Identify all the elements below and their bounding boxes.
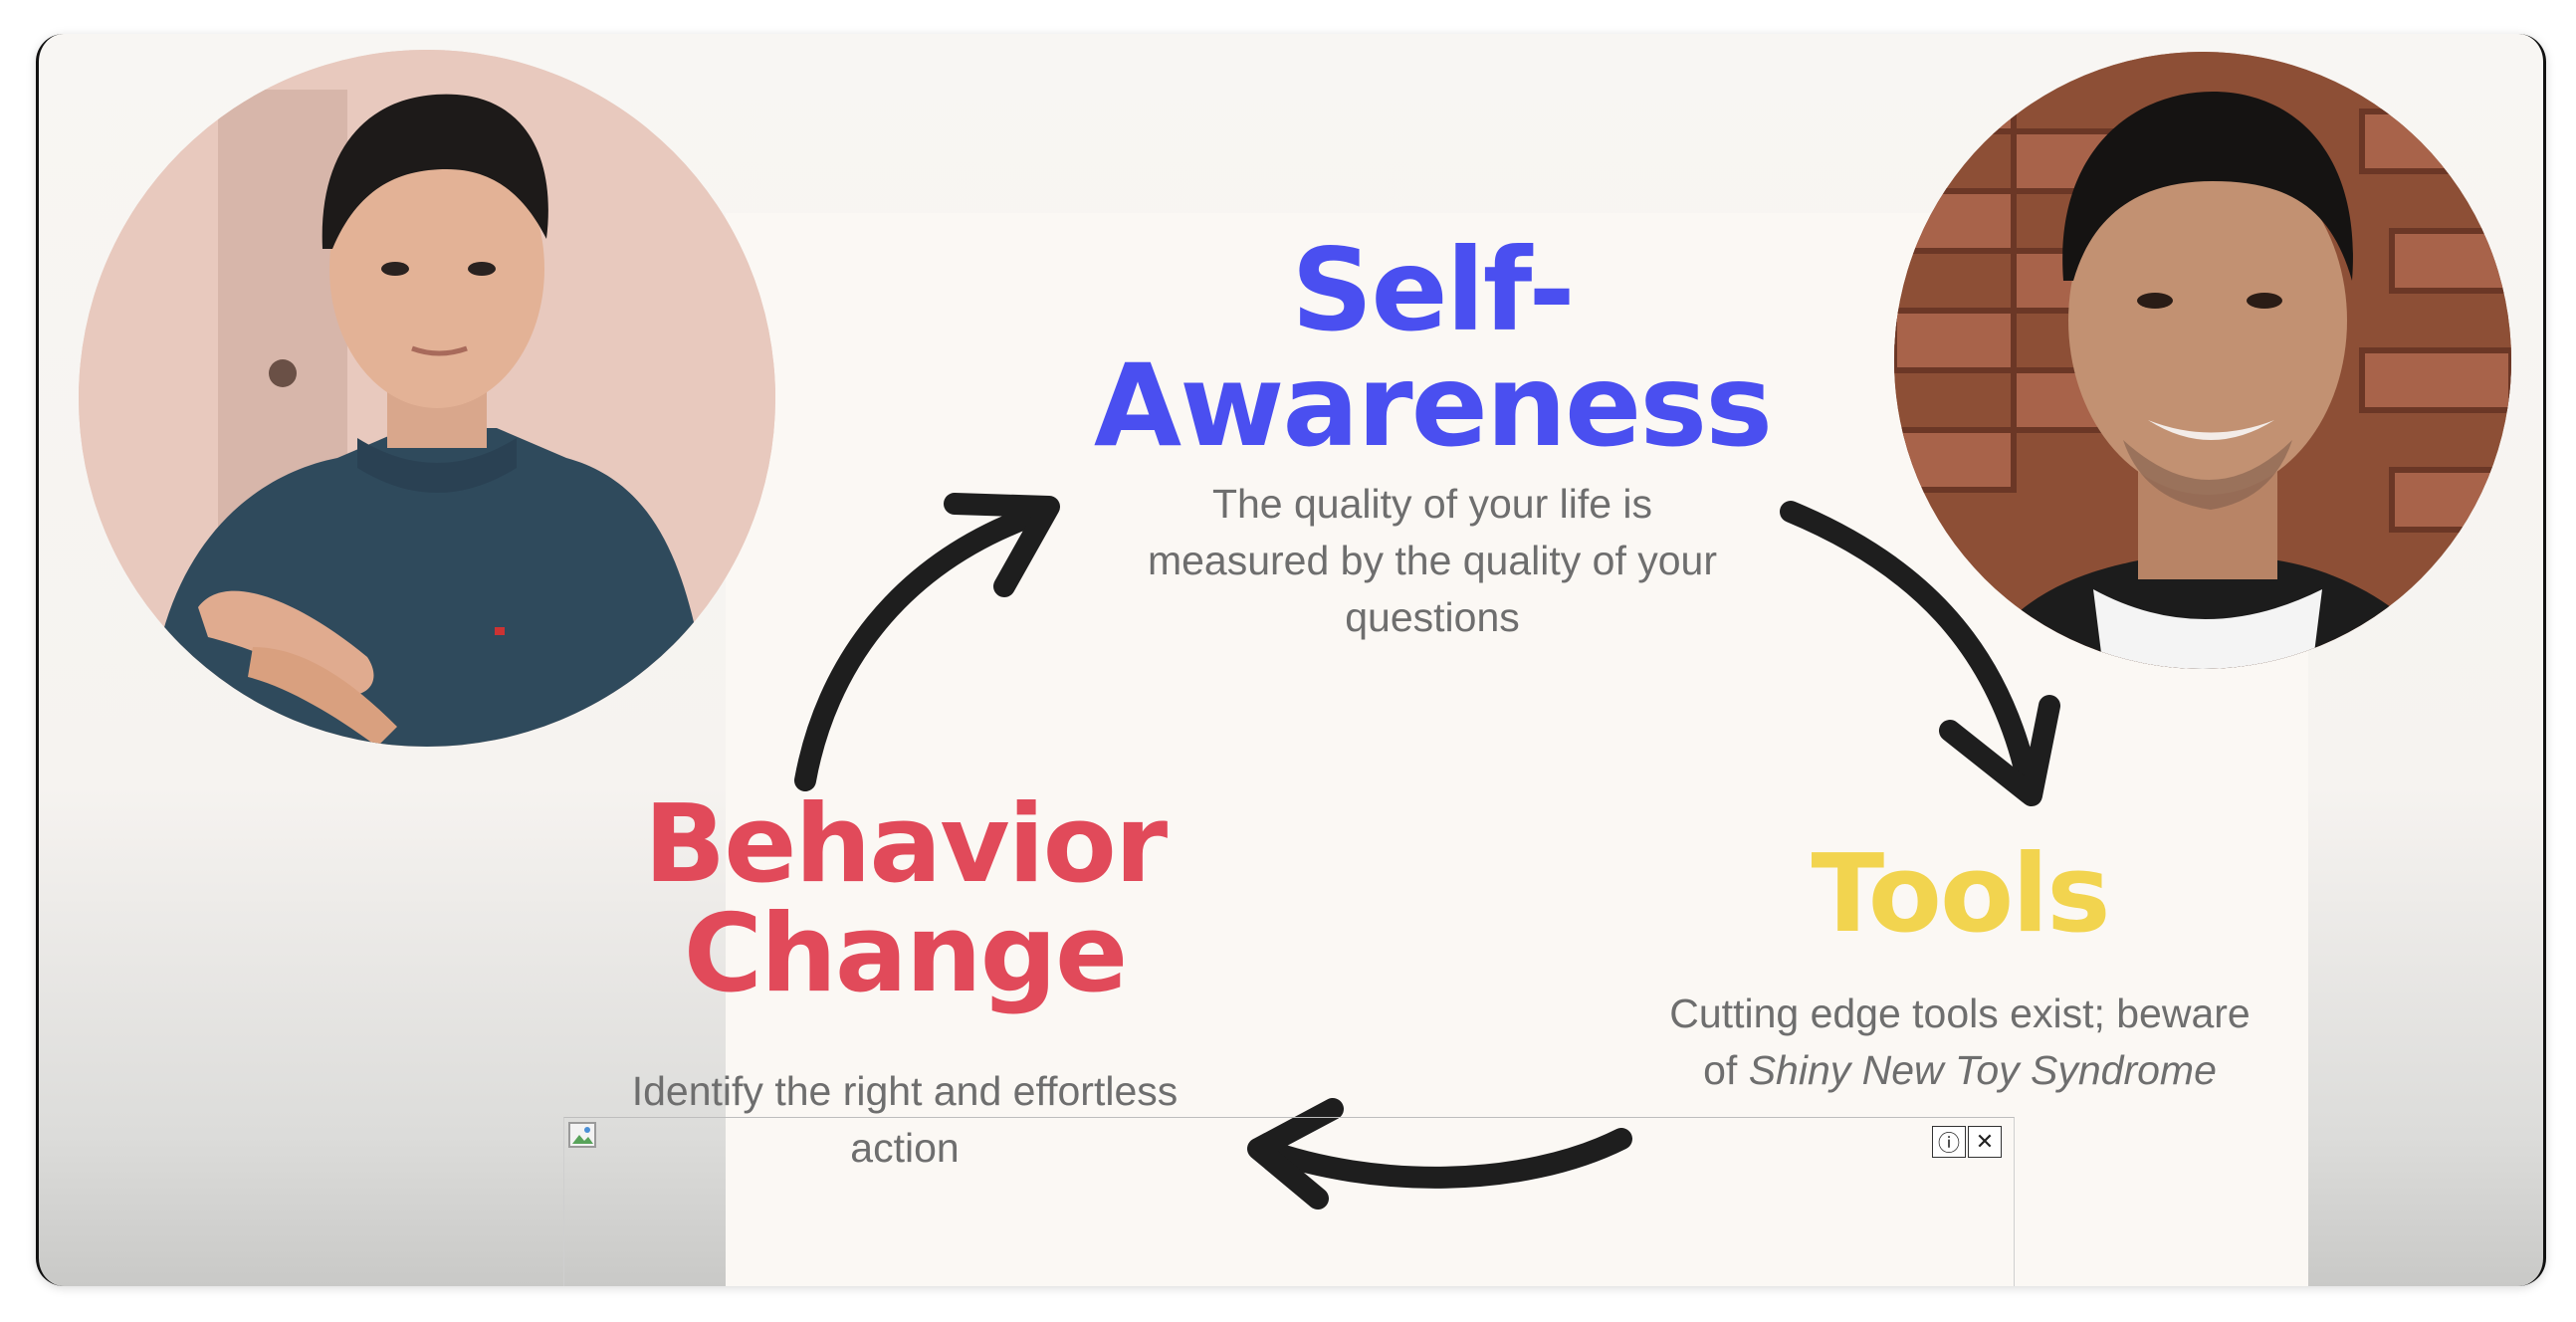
behavior-change-title-line1: Behavior — [643, 782, 1168, 907]
self-awareness-desc-line1: The quality of your life is — [1211, 481, 1653, 527]
tools-desc-line2: of Shiny New Toy Syndrome — [1592, 1042, 2328, 1099]
self-awareness-title-line1: Self- — [1291, 224, 1575, 356]
self-awareness-desc-line3: questions — [1345, 594, 1520, 640]
tools-description: Cutting edge tools exist; beware of Shin… — [1592, 986, 2328, 1099]
info-icon[interactable]: ⓘ — [1932, 1126, 1966, 1158]
presenter-avatar-left — [79, 50, 775, 747]
behavior-change-desc-line1: Identify the right and effortless — [631, 1068, 1179, 1114]
self-awareness-description: The quality of your life is measured by … — [1074, 476, 1791, 646]
arrow-down-right-icon — [1780, 501, 2060, 806]
behavior-change-title-line2: Change — [683, 892, 1128, 1017]
behavior-change-desc-line2: action — [850, 1125, 960, 1171]
close-icon[interactable]: ✕ — [1968, 1126, 2002, 1158]
arrow-left-icon — [1247, 1098, 1632, 1210]
tools-desc-prefix: of — [1703, 1047, 1749, 1093]
behavior-change-description: Identify the right and effortless action — [517, 1063, 1293, 1177]
self-awareness-title-line2: Awareness — [1093, 339, 1773, 473]
tools-desc-italic: Shiny New Toy Syndrome — [1748, 1047, 2217, 1093]
tools-title: Tools — [1811, 832, 2110, 957]
ad-controls: ⓘ ✕ — [1932, 1126, 2002, 1158]
tools-desc-line1: Cutting edge tools exist; beware — [1669, 991, 2251, 1036]
self-awareness-title: Self- Awareness — [1074, 224, 1791, 473]
broken-image-icon — [568, 1122, 596, 1148]
arrow-up-right-icon — [794, 493, 1060, 791]
ad-overlay[interactable]: ⓘ ✕ — [563, 1117, 2015, 1286]
self-awareness-desc-line2: measured by the quality of your — [1147, 538, 1718, 583]
behavior-change-title: Behavior Change — [537, 782, 1273, 1017]
video-frame[interactable]: Self- Awareness The quality of your life… — [36, 34, 2546, 1286]
